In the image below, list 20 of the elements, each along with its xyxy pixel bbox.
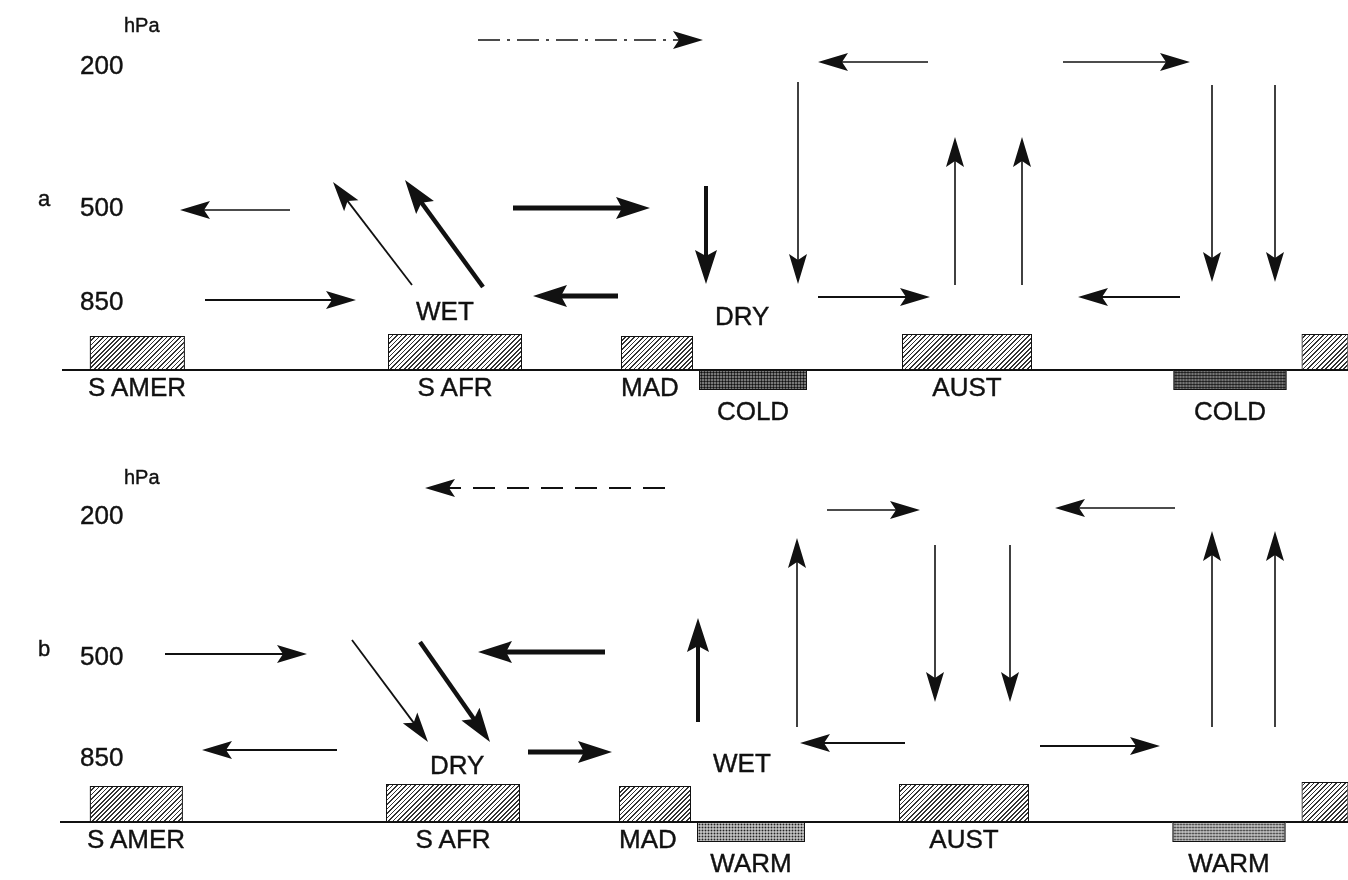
pressure-level: 500 [80,194,124,220]
pressure-level: 200 [80,502,124,528]
landmass-block [1301,334,1348,370]
sea-temperature-block: WARM [1172,822,1286,876]
panel-letter: b [38,636,51,662]
moisture-label: WET [416,298,474,324]
moisture-label: DRY [430,752,485,778]
landmass-block [1301,782,1348,822]
pressure-level: 850 [80,288,124,314]
panel-letter: a [38,186,51,212]
sea-temperature-block: COLD [1173,370,1287,424]
unit-label: hPa [124,465,160,490]
moisture-label: WET [713,750,771,776]
sea-temperature-block: COLD [699,370,807,424]
pressure-level: 500 [80,643,124,669]
pressure-level: 200 [80,52,124,78]
unit-label: hPa [124,13,160,38]
moisture-label: DRY [715,303,770,329]
pressure-level: 850 [80,744,124,770]
sea-temperature-block: WARM [697,822,805,876]
